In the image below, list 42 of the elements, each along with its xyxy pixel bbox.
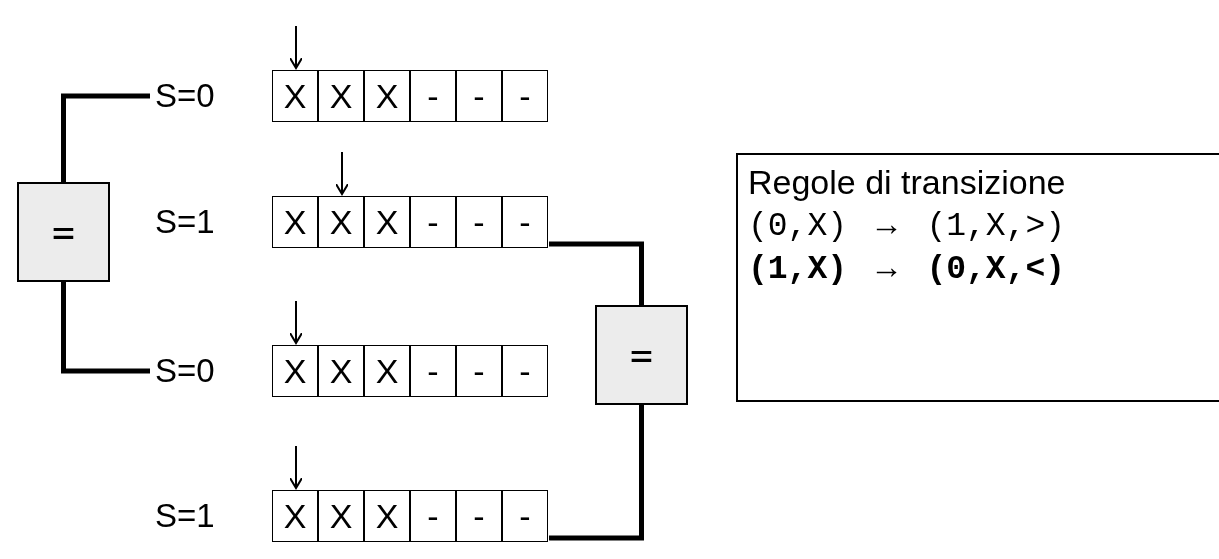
- tape-cell: X: [318, 70, 364, 122]
- connector-line: [61, 282, 150, 374]
- pointer-arrow: [289, 445, 303, 489]
- tape-cell: X: [364, 70, 410, 122]
- state-label: S=0: [155, 352, 215, 390]
- tape-cell: -: [410, 345, 456, 397]
- tape-cell: -: [456, 196, 502, 248]
- tape-cell: X: [272, 196, 318, 248]
- connector-line: [549, 405, 644, 541]
- tape-cell: -: [502, 345, 548, 397]
- connector-line: [549, 241, 644, 305]
- tape-cell: X: [364, 345, 410, 397]
- tape-cell: -: [410, 196, 456, 248]
- tape-cell: -: [502, 70, 548, 122]
- comparator-box: =: [595, 305, 688, 405]
- pointer-arrow: [289, 300, 303, 344]
- state-label: S=1: [155, 497, 215, 535]
- tape-cell: X: [364, 490, 410, 542]
- transition-rule: (0,X) → (1,X,>): [748, 208, 1066, 245]
- tape-cell: X: [364, 196, 410, 248]
- state-label: S=1: [155, 203, 215, 241]
- tape-cell: -: [502, 196, 548, 248]
- state-label: S=0: [155, 77, 215, 115]
- tape-cell: X: [272, 490, 318, 542]
- tape-cell: X: [272, 70, 318, 122]
- connector-line: [61, 93, 150, 182]
- tape-cell: X: [272, 345, 318, 397]
- pointer-arrow: [335, 151, 349, 195]
- rules-panel: [736, 153, 1219, 402]
- tape-cell: -: [456, 490, 502, 542]
- tape-cell: -: [456, 345, 502, 397]
- tape-cell: X: [318, 196, 364, 248]
- pointer-arrow: [289, 25, 303, 69]
- tape-cell: X: [318, 490, 364, 542]
- transition-rule: (1,X) → (0,X,<): [748, 251, 1066, 288]
- tape-cell: X: [318, 345, 364, 397]
- tape-cell: -: [410, 490, 456, 542]
- tape-cell: -: [410, 70, 456, 122]
- panel-heading: Regole di transizione: [748, 163, 1066, 202]
- tape-cell: -: [456, 70, 502, 122]
- comparator-box: =: [17, 182, 110, 282]
- tape-cell: -: [502, 490, 548, 542]
